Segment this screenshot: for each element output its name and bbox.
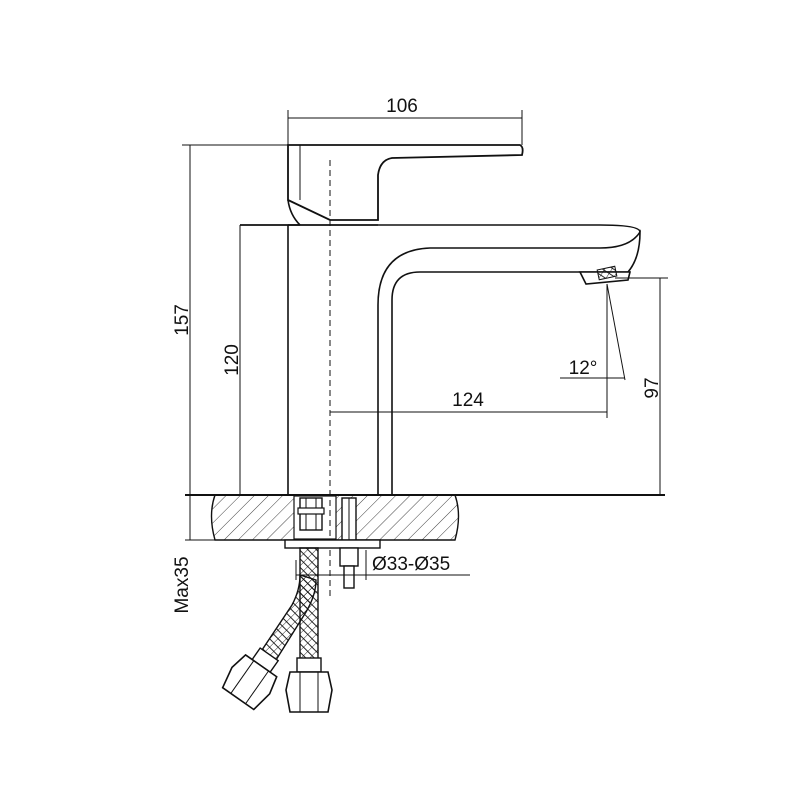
dim-120-label: 120 <box>222 344 243 376</box>
faucet-body <box>240 224 641 496</box>
mounting-hardware <box>284 539 381 589</box>
dim-aerator-angle: 12° <box>560 283 626 381</box>
countertop-section <box>185 494 665 541</box>
dim-max35-label: Max35 <box>172 556 193 613</box>
dim-spout-reach: 124 <box>330 284 608 418</box>
dim-outlet-height: 97 <box>615 277 668 495</box>
dim-106-label: 106 <box>386 96 418 117</box>
dim-157-label: 157 <box>172 304 193 336</box>
dim-diameter-label: Ø33-Ø35 <box>372 554 450 575</box>
dim-hole-diameter: Ø33-Ø35 <box>295 550 470 580</box>
aerator <box>578 265 632 285</box>
dim-counter-thickness: Max35 <box>172 495 193 614</box>
dim-body-height: 120 <box>222 225 243 495</box>
dim-12-label: 12° <box>569 358 598 379</box>
dim-124-label: 124 <box>452 390 484 411</box>
dim-handle-width: 106 <box>287 96 523 145</box>
dim-total-height: 157 <box>172 144 288 495</box>
dim-97-label: 97 <box>642 377 663 398</box>
lever-handle <box>287 144 524 226</box>
supply-hoses <box>221 547 333 713</box>
